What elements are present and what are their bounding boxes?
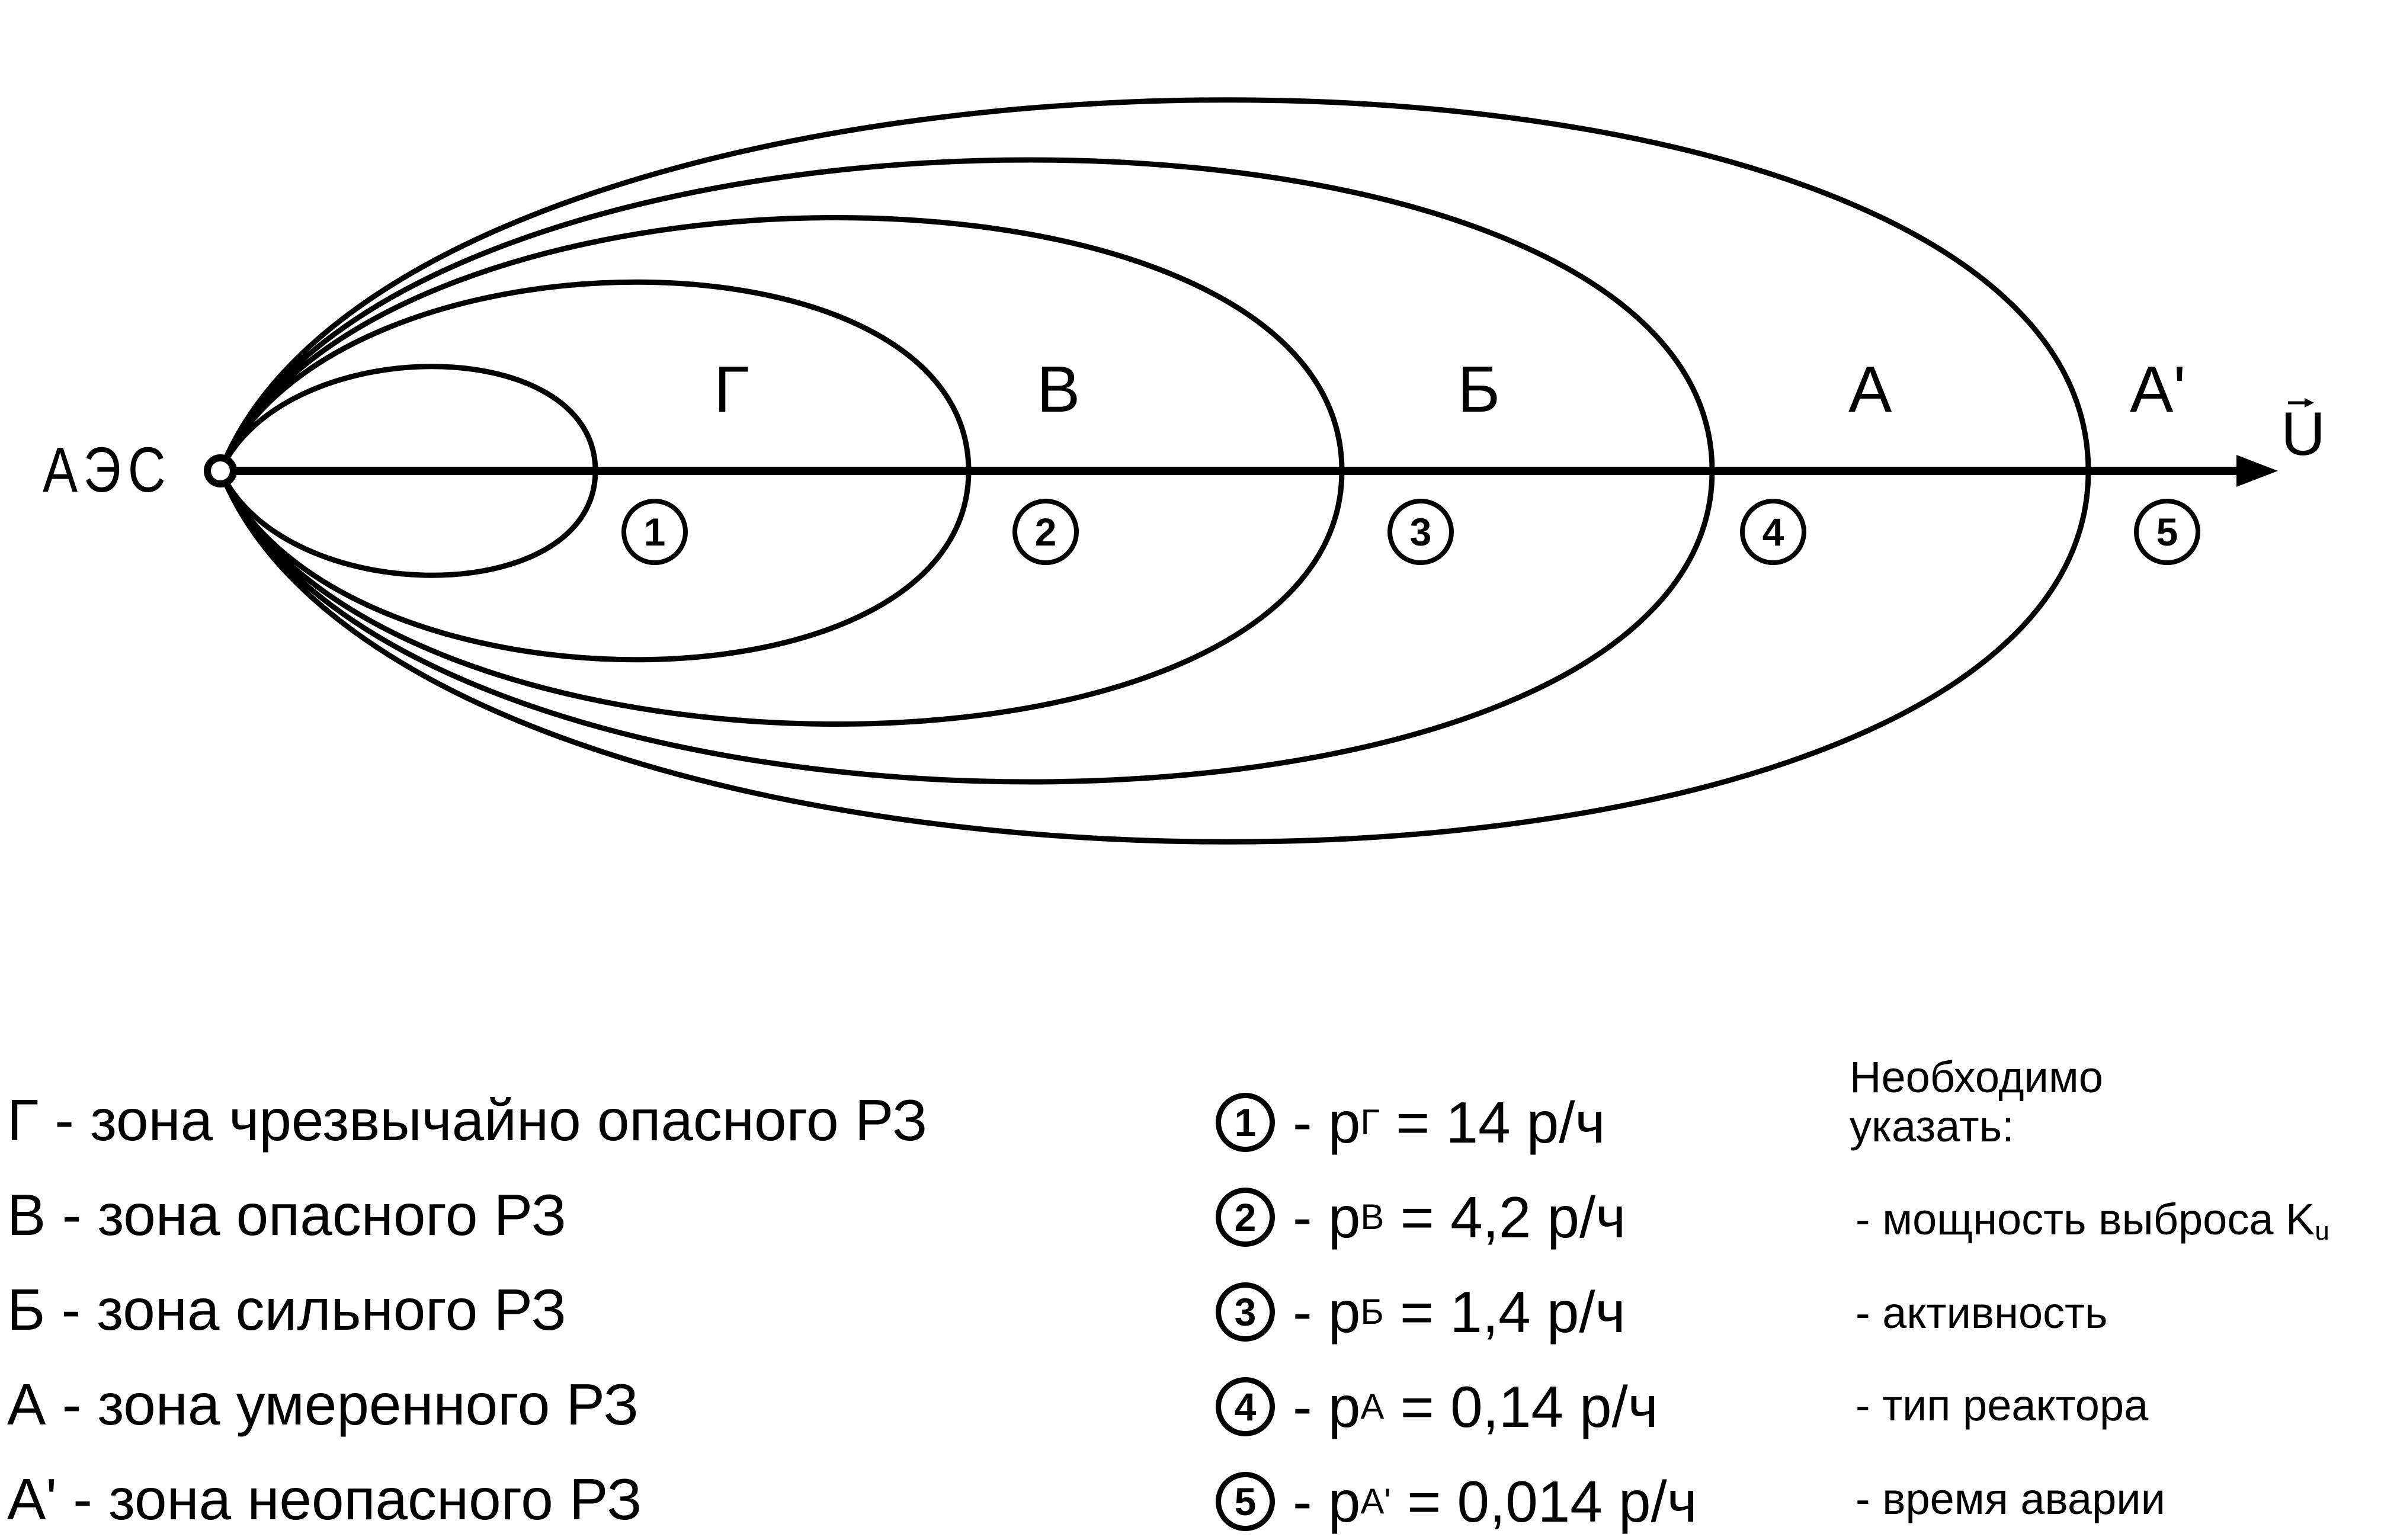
boundary-marker-3 — [1387, 499, 1454, 565]
rate-subscript: А — [1360, 1387, 1385, 1426]
rate-value: = 1,4 р/ч — [1383, 1279, 1626, 1345]
rate-value: = 14 р/ч — [1379, 1090, 1606, 1155]
wind-vector-label: U — [2281, 400, 2325, 469]
boundary-marker-5-number: 5 — [2156, 510, 2178, 554]
rate-prefix: - p — [1293, 1374, 1361, 1439]
zone-letter-a-prime: А' — [2130, 353, 2186, 426]
notes-heading-line-2: указать: — [1850, 1101, 2014, 1151]
source-point-marker — [204, 454, 237, 487]
rate-subscript: Б — [1360, 1292, 1384, 1332]
notes-heading: Необходимо указать: — [1850, 1053, 2103, 1151]
rate-value: = 0,14 р/ч — [1384, 1374, 1658, 1439]
rate-prefix: - p — [1293, 1279, 1361, 1345]
rate-subscript: Г — [1360, 1102, 1380, 1142]
note-subscript: u — [2315, 1216, 2329, 1246]
rate-prefix: - p — [1293, 1090, 1361, 1155]
note-item-accident-time: - время аварии — [1856, 1474, 2165, 1523]
boundary-marker-4 — [1740, 499, 1806, 565]
rate-marker-3: 3 — [1216, 1282, 1275, 1342]
rate-subscript: В — [1360, 1197, 1385, 1237]
zone-letter-a: А — [1848, 353, 1892, 426]
boundary-marker-3-number: 3 — [1410, 510, 1432, 554]
boundary-marker-1-number: 1 — [644, 510, 666, 554]
source-label: АЭС — [43, 434, 172, 505]
boundary-marker-2 — [1012, 499, 1079, 565]
rate-subscript: А' — [1360, 1481, 1391, 1521]
rate-marker-2: 2 — [1216, 1188, 1275, 1247]
wind-axis-arrowhead — [2236, 455, 2278, 487]
boundary-marker-1 — [621, 499, 688, 565]
legend-zone-b: Б - зона сильного РЗ — [7, 1277, 566, 1342]
rate-marker-4: 4 — [1216, 1377, 1275, 1436]
note-item-activity: - активность — [1856, 1288, 2108, 1337]
rate-prefix: - p — [1293, 1469, 1361, 1534]
zone-letter-b: Б — [1457, 353, 1500, 426]
legend-zone-v: В - зона опасного РЗ — [7, 1182, 567, 1247]
note-text: - мощность выброса K — [1856, 1195, 2315, 1244]
boundary-marker-4-number: 4 — [1762, 510, 1784, 554]
rate-value: = 0,014 р/ч — [1390, 1469, 1697, 1534]
zone-letter-g: Г — [714, 353, 749, 426]
legend-zone-a-prime: А' - зона неопасного РЗ — [7, 1467, 642, 1532]
note-item-emission-power: - мощность выброса Ku — [1856, 1195, 2329, 1246]
legend-zone-a: А - зона умеренного РЗ — [7, 1372, 639, 1437]
note-item-reactor-type: - тип реактора — [1856, 1381, 2149, 1430]
rate-marker-5: 5 — [1216, 1472, 1275, 1531]
rate-value: = 4,2 р/ч — [1384, 1185, 1626, 1250]
rate-marker-1: 1 — [1216, 1093, 1275, 1152]
notes-heading-line-1: Необходимо — [1850, 1053, 2103, 1102]
legend-zone-g: Г - зона чрезвычайно опасного РЗ — [7, 1087, 928, 1153]
boundary-marker-2-number: 2 — [1035, 510, 1057, 554]
boundary-marker-5 — [2134, 499, 2200, 565]
rate-prefix: - p — [1293, 1185, 1361, 1250]
vector-arrow-icon — [2288, 398, 2314, 408]
zone-letter-v: В — [1037, 353, 1080, 426]
